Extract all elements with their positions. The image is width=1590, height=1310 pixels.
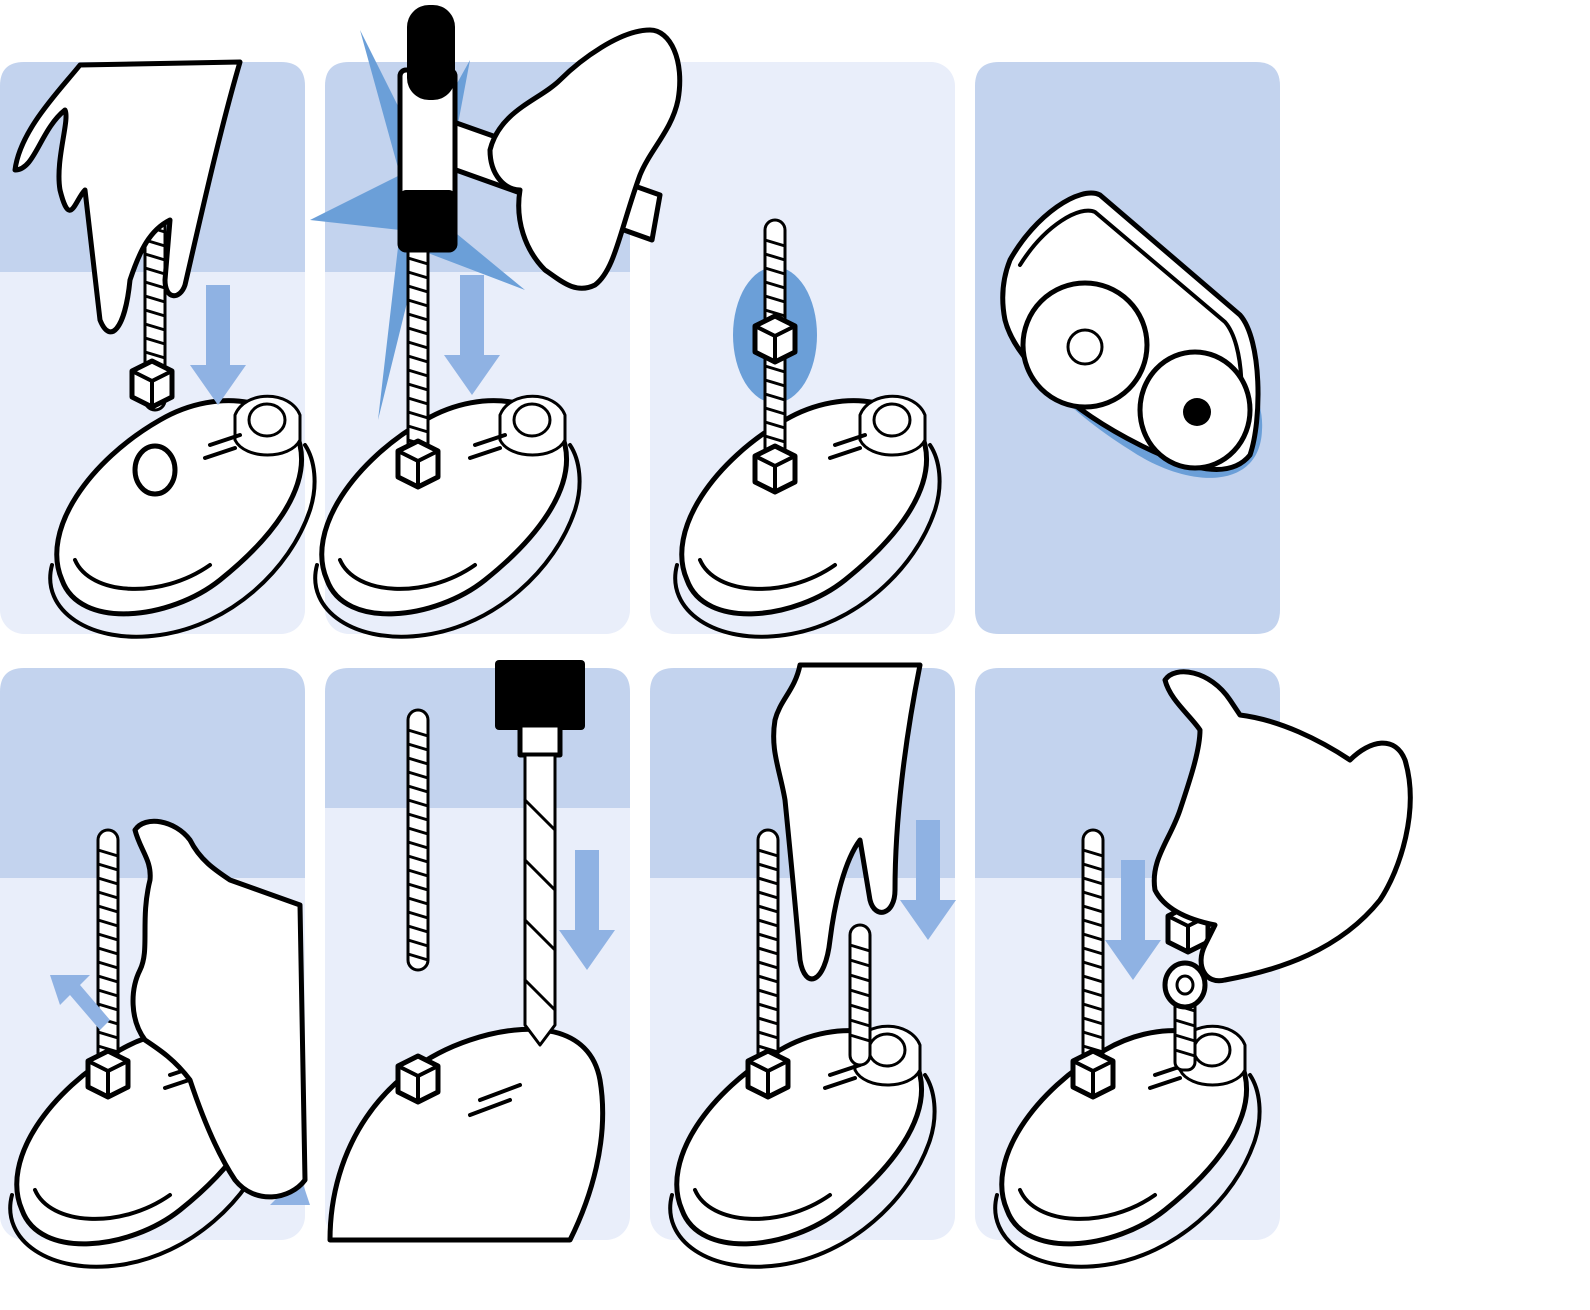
step-7-insert-short-rod bbox=[670, 662, 956, 1267]
hex-nut-icon bbox=[755, 446, 795, 492]
step-2-hammer-rod bbox=[310, 5, 683, 637]
short-rod-icon bbox=[848, 923, 872, 1067]
hex-nut-icon bbox=[398, 441, 438, 487]
panel-5-band bbox=[0, 668, 305, 878]
step-6-drill-hole bbox=[327, 660, 615, 1243]
hex-nut-icon bbox=[1073, 1051, 1113, 1097]
step-5-tilt-base bbox=[10, 818, 310, 1266]
hand-icon bbox=[1151, 669, 1413, 984]
step-8-fasten-nut bbox=[995, 669, 1413, 1267]
hex-nut-icon bbox=[88, 1051, 128, 1097]
hand-icon bbox=[487, 27, 683, 291]
rotate-arrow-icon bbox=[50, 975, 110, 1030]
hex-nut-icon bbox=[755, 316, 795, 362]
step-4-belt-drive bbox=[1000, 190, 1263, 478]
step-3-nut-on-rod bbox=[675, 218, 939, 637]
drill-bit-icon bbox=[523, 753, 557, 1047]
hand-icon bbox=[12, 59, 243, 335]
step-1-insert-rod bbox=[12, 59, 315, 637]
washer-icon bbox=[1162, 960, 1208, 1010]
hand-icon bbox=[771, 662, 923, 982]
hex-nut-icon bbox=[398, 1056, 438, 1102]
hex-nut-icon bbox=[748, 1051, 788, 1097]
belt-pulley-icon bbox=[1000, 190, 1263, 478]
threaded-rod-icon bbox=[406, 708, 430, 972]
washer-icon bbox=[132, 443, 178, 497]
hex-nut-icon bbox=[132, 361, 172, 407]
hand-icon bbox=[130, 818, 308, 1200]
